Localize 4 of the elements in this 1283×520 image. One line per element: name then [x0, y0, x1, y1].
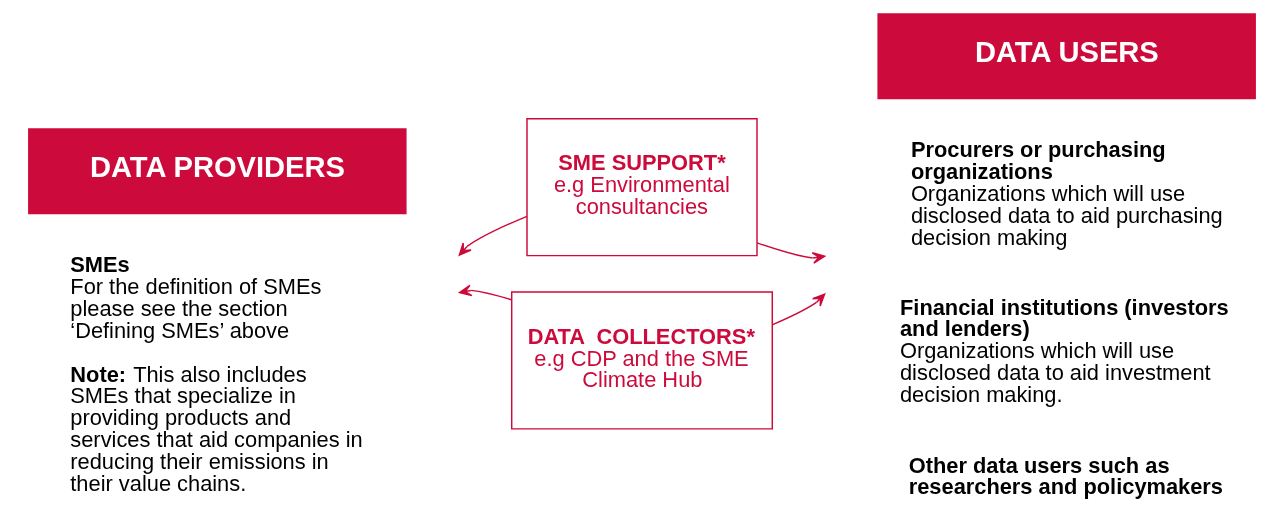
node-text: Procurers or purchasing organizations Organizations which will use disclosed data to aid purchasing decision making	[910, 137, 1223, 250]
node-text: Other data users such as researchers and policymakers	[908, 452, 1223, 500]
node-text: SMEs For the definition of SMEs please see the section ‘Defining SMEs’ above Note: This also includes SMEs that specialize in providing products and services that aid companies in reducing their emissions in their value chains.	[69, 252, 363, 496]
node-text: Financial institutions (investors and lenders) Organizations which will use disclosed data to aid investment decision making.	[899, 294, 1229, 407]
